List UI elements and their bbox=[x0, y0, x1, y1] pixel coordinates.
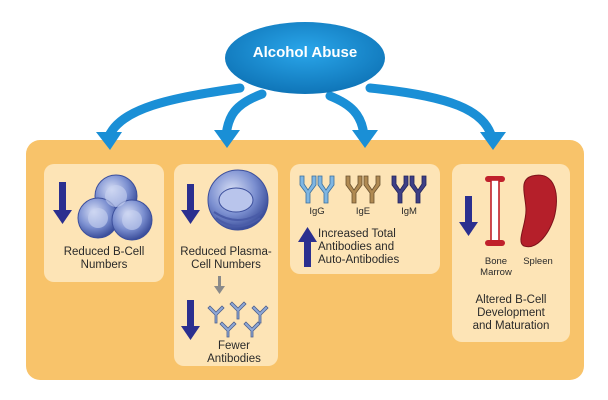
igg-antibody-icons bbox=[299, 175, 335, 204]
up-arrow-icon bbox=[298, 227, 317, 267]
down-arrow-icon bbox=[53, 182, 72, 224]
card-bcell-label: Reduced B-Cell Numbers bbox=[63, 246, 145, 271]
card-plasma-sublabel: Fewer Antibodies bbox=[207, 340, 261, 365]
card-development-label: Altered B-Cell Development and Maturatio… bbox=[472, 294, 550, 332]
bone-marrow-label: Bone Marrow bbox=[480, 256, 512, 278]
alcohol-abuse-ellipse bbox=[225, 22, 385, 94]
spleen-label: Spleen bbox=[523, 256, 553, 267]
b-cell-cluster-icon bbox=[77, 174, 153, 241]
igm-antibody-icons bbox=[391, 175, 427, 204]
arrow-to-development bbox=[365, 83, 497, 143]
spleen-icon bbox=[520, 174, 557, 248]
ige-label: IgE bbox=[355, 206, 371, 217]
card-plasma-label: Reduced Plasma- Cell Numbers bbox=[180, 246, 272, 271]
small-down-arrow-icon bbox=[214, 276, 225, 294]
arrow-to-bcell bbox=[103, 83, 245, 143]
down-arrow-icon bbox=[181, 184, 200, 224]
diagram-title: Alcohol Abuse bbox=[252, 44, 358, 61]
card-antibodies-label: Increased Total Antibodies and Auto-Anti… bbox=[318, 228, 400, 266]
flow-arrows bbox=[103, 83, 497, 143]
arrowhead-development bbox=[480, 132, 506, 150]
arrowhead-antibodies bbox=[352, 130, 378, 148]
arrowhead-plasma bbox=[214, 130, 240, 148]
ige-antibody-icons bbox=[345, 175, 381, 204]
arrowhead-bcell bbox=[96, 132, 122, 150]
down-arrow-icon bbox=[181, 300, 200, 340]
antibody-small-icons bbox=[207, 301, 269, 338]
plasma-cell-icon bbox=[207, 169, 269, 231]
arrowheads bbox=[96, 130, 506, 150]
igm-label: IgM bbox=[401, 206, 417, 217]
arrow-to-plasma bbox=[221, 89, 267, 141]
down-arrow-icon bbox=[459, 196, 478, 236]
igg-label: IgG bbox=[309, 206, 325, 217]
bone-marrow-icon bbox=[485, 176, 505, 246]
